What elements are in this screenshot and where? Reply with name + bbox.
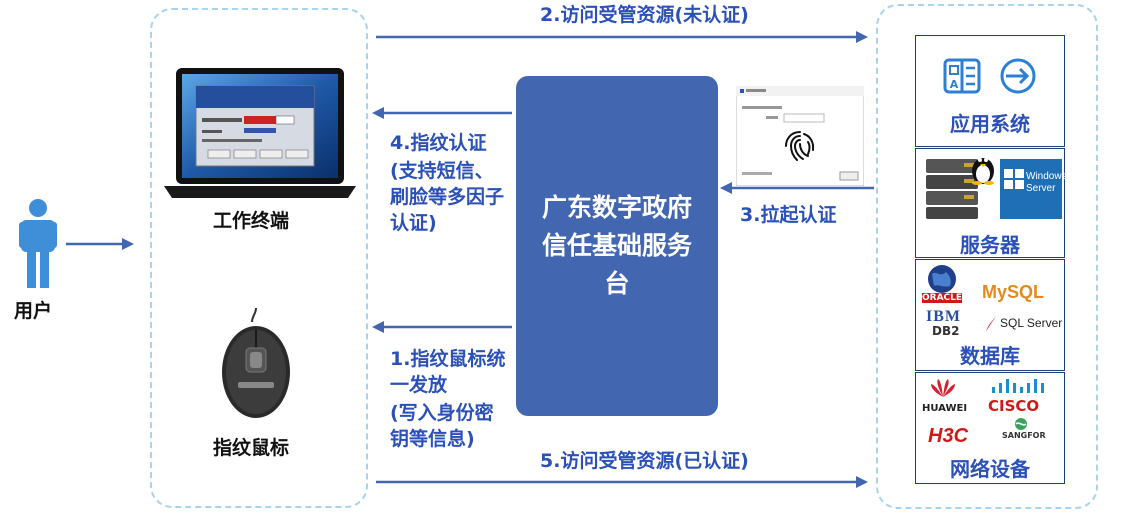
step2-label: 2.访问受管资源(未认证) bbox=[540, 4, 749, 26]
fingerprint-mouse-icon bbox=[222, 308, 290, 418]
windows-server-label: Windows Server bbox=[1026, 171, 1067, 194]
step3-label: 3.拉起认证 bbox=[740, 204, 837, 226]
ibm-logo: IBM bbox=[926, 308, 961, 325]
resource-group bbox=[876, 4, 1098, 509]
step4-arrow bbox=[372, 107, 512, 119]
user-icon bbox=[19, 199, 57, 288]
step5-label: 5.访问受管资源(已认证) bbox=[540, 450, 749, 472]
db2-logo: DB2 bbox=[932, 324, 960, 338]
step4-title: 4.指纹认证 bbox=[390, 132, 487, 154]
linux-penguin-icon bbox=[972, 158, 994, 185]
oracle-globe-icon bbox=[928, 265, 956, 293]
trust-service-label: 广东数字政府信任基础服务台 bbox=[542, 193, 693, 298]
step4-detail: (支持短信、刷脸等多因子认证) bbox=[390, 160, 505, 234]
sqlserver-icon bbox=[986, 316, 996, 332]
server-panel: Windows Server 服务器 bbox=[915, 148, 1067, 258]
huawei-logo-icon bbox=[931, 379, 955, 397]
step1-title: 1.指纹鼠标统一发放 bbox=[390, 348, 506, 396]
mouse-label: 指纹鼠标 bbox=[213, 437, 290, 459]
client-group bbox=[150, 8, 368, 508]
auth-dialog-screenshot bbox=[736, 86, 864, 186]
app-doc-icon: A bbox=[943, 58, 981, 94]
server-label: 服务器 bbox=[960, 233, 1020, 257]
step1-detail: (写入身份密钥等信息) bbox=[390, 402, 494, 450]
app-system-label: 应用系统 bbox=[950, 112, 1030, 136]
laptop-icon bbox=[164, 68, 356, 198]
step1-arrow bbox=[372, 321, 512, 333]
server-rack-icon bbox=[926, 159, 978, 219]
database-label: 数据库 bbox=[960, 344, 1020, 368]
login-arrow-icon bbox=[1000, 58, 1036, 94]
cisco-bars-icon bbox=[992, 379, 1044, 393]
network-panel: HUAWEI CISCO H3C SANGFOR 网络设备 bbox=[915, 372, 1065, 484]
step2-arrow bbox=[376, 31, 868, 43]
sangfor-logo: SANGFOR bbox=[1002, 431, 1046, 440]
h3c-logo: H3C bbox=[928, 425, 969, 447]
app-system-panel: A 应用系统 bbox=[915, 35, 1065, 147]
cisco-logo: CISCO bbox=[988, 397, 1040, 415]
trust-service-desk: 广东数字政府信任基础服务台 bbox=[516, 76, 718, 416]
oracle-logo: ORACLE bbox=[922, 293, 963, 303]
mysql-logo: MySQL bbox=[982, 282, 1045, 302]
step3-arrow bbox=[720, 182, 874, 194]
database-panel: ORACLE MySQL IBM DB2 SQL Server 数据库 bbox=[915, 259, 1065, 371]
huawei-logo: HUAWEI bbox=[922, 403, 968, 414]
user-to-client-arrow bbox=[66, 238, 134, 250]
terminal-label: 工作终端 bbox=[213, 210, 290, 232]
windows-logo-icon bbox=[1004, 169, 1024, 189]
network-label: 网络设备 bbox=[950, 457, 1030, 481]
windows-server-tile: Windows Server bbox=[1000, 159, 1067, 219]
svg-text:A: A bbox=[950, 78, 959, 91]
sqlserver-logo: SQL Server bbox=[1000, 316, 1063, 330]
step5-arrow bbox=[376, 476, 868, 488]
user-label: 用户 bbox=[14, 300, 53, 322]
sangfor-icon bbox=[1015, 418, 1027, 430]
